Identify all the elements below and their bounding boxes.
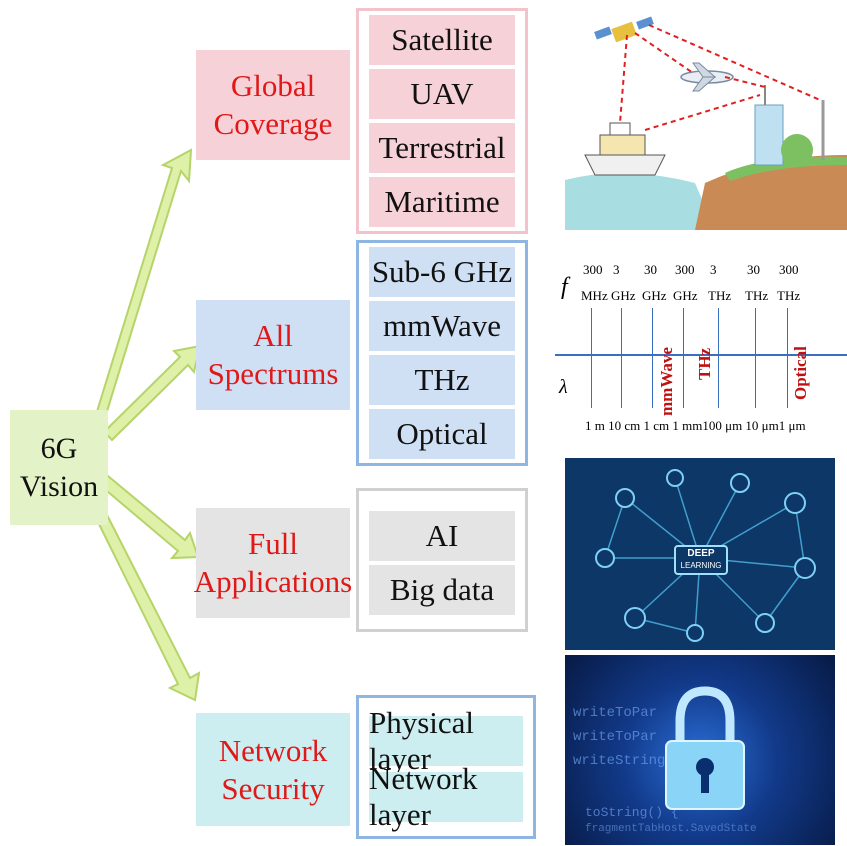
frequency-number: 3 — [613, 262, 620, 277]
category-label-line1: All — [253, 318, 293, 353]
sea-shape — [565, 173, 715, 230]
item-ai: AI — [369, 511, 515, 561]
network-graph — [565, 458, 835, 650]
deep-learning-badge-line1: DEEP — [687, 548, 715, 559]
category-label-line2: Spectrums — [207, 356, 339, 391]
item-optical: Optical — [369, 409, 515, 459]
wavelength-row: 1 m 10 cm 1 cm 1 mm100 μm 10 μm1 μm — [585, 418, 806, 433]
frequency-unit: GHz — [642, 288, 667, 303]
frequency-tick-line — [755, 308, 756, 408]
code-line-5: fragmentTabHost.SavedState — [585, 823, 757, 835]
ship-icon — [584, 122, 666, 176]
frequency-unit: MHz — [581, 288, 608, 303]
code-line-4: toString() { — [585, 805, 679, 820]
coverage-illustration — [565, 5, 847, 230]
frequency-tick-line — [787, 308, 788, 408]
item-physical-layer: Physical layer — [369, 705, 523, 776]
security-image: writeToPar writeToPar writeString( toStr… — [565, 655, 835, 845]
frequency-number: 300 — [583, 262, 603, 277]
category-label-line2: Applications — [193, 564, 353, 599]
link-lines — [619, 24, 821, 131]
all-spectrums-items-frame: Sub-6 GHz mmWave THz Optical — [356, 240, 528, 466]
frequency-unit: THz — [745, 288, 769, 303]
spectrum-axis-line — [555, 354, 847, 356]
category-all-spectrums: All Spectrums — [196, 300, 350, 410]
band-label-optical: Optical — [791, 346, 810, 400]
building-icon — [754, 85, 813, 166]
category-global-coverage: Global Coverage — [196, 50, 350, 160]
item-thz: THz — [369, 355, 515, 405]
band-label-thz: THz — [695, 347, 714, 380]
deep-learning-image: DEEP LEARNING — [565, 458, 835, 650]
category-full-applications: Full Applications — [193, 508, 353, 618]
item-terrestrial: Terrestrial — [369, 123, 515, 173]
frequency-unit: GHz — [611, 288, 636, 303]
item-uav: UAV — [369, 69, 515, 119]
root-node-6g-vision: 6G Vision — [10, 410, 108, 525]
frequency-number: 300 — [675, 262, 695, 277]
item-satellite: Satellite — [369, 15, 515, 65]
frequency-unit: THz — [708, 288, 732, 303]
item-network-layer: Network layer — [369, 761, 523, 832]
code-line-2: writeToPar — [573, 729, 658, 745]
frequency-unit: THz — [777, 288, 801, 303]
code-line-3: writeString( — [573, 753, 674, 769]
frequency-tick-line — [683, 308, 684, 408]
category-label-line2: Security — [221, 770, 325, 806]
category-label-line1: Full — [248, 526, 298, 561]
arrow-to-global-coverage — [93, 148, 193, 423]
item-mmwave: mmWave — [369, 301, 515, 351]
category-label-line1: Global — [230, 68, 316, 103]
frequency-tick-line — [718, 308, 719, 408]
root-line1: 6G — [40, 431, 78, 465]
network-security-items-frame: Physical layer Network layer — [356, 695, 536, 839]
root-line2: Vision — [19, 469, 99, 503]
airplane-icon — [680, 62, 734, 92]
item-big-data: Big data — [369, 565, 515, 615]
frequency-number: 30 — [747, 262, 760, 277]
category-label-line1: Network — [218, 732, 328, 768]
frequency-unit: GHz — [673, 288, 698, 303]
code-line-1: writeToPar — [573, 705, 658, 721]
global-coverage-items-frame: Satellite UAV Terrestrial Maritime — [356, 8, 528, 234]
frequency-tick-line — [652, 308, 653, 408]
frequency-symbol: f — [561, 274, 568, 300]
deep-learning-badge-line2: LEARNING — [680, 561, 722, 570]
category-network-security: Network Security — [196, 713, 350, 826]
item-sub6ghz: Sub-6 GHz — [369, 247, 515, 297]
padlock-icon — [665, 686, 745, 810]
satellite-icon — [594, 16, 654, 43]
frequency-number: 30 — [644, 262, 657, 277]
arrow-to-full-applications — [99, 474, 200, 560]
item-maritime: Maritime — [369, 177, 515, 227]
coverage-scene — [565, 16, 847, 230]
arrow-to-network-security — [94, 511, 201, 702]
frequency-tick-line — [591, 308, 592, 408]
band-label-mmwave: mmWave — [657, 347, 676, 416]
frequency-tick-line — [621, 308, 622, 408]
category-label-line2: Coverage — [213, 106, 333, 141]
wavelength-symbol: λ — [559, 376, 568, 398]
frequency-number: 300 — [779, 262, 799, 277]
full-applications-items-frame: AI Big data — [356, 488, 528, 632]
frequency-number: 3 — [710, 262, 717, 277]
